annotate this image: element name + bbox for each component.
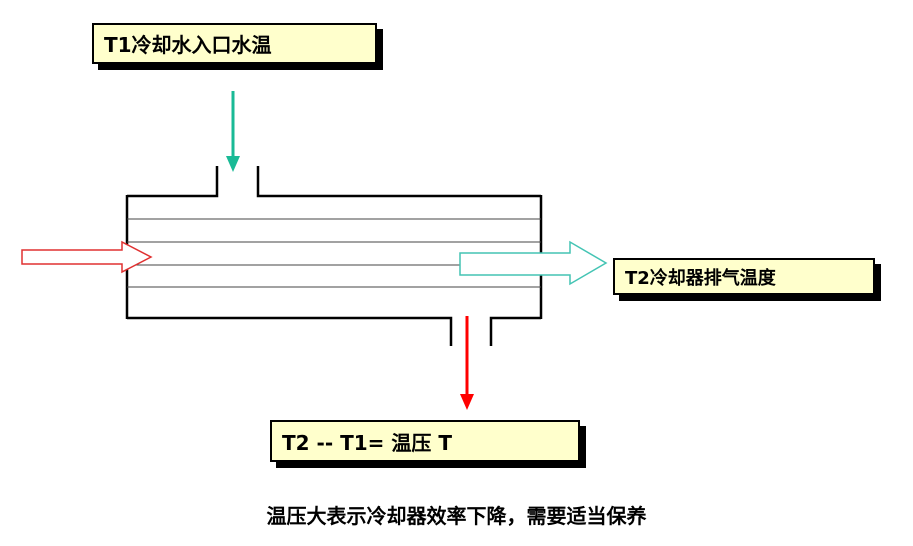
gas-outlet-arrow bbox=[459, 240, 608, 286]
t1-label-box: T1冷却水入口水温 bbox=[92, 23, 377, 64]
water-outlet-arrow bbox=[460, 316, 474, 410]
t2-label-box: T2冷却器排气温度 bbox=[613, 258, 875, 295]
t2-label: T2冷却器排气温度 bbox=[625, 267, 776, 289]
water-inlet-arrow bbox=[226, 91, 240, 172]
gas-inlet-arrow bbox=[21, 240, 153, 274]
top-nozzle bbox=[127, 166, 541, 198]
bottom-nozzle bbox=[127, 316, 541, 346]
formula-label: T2 -- T1= 温压 T bbox=[282, 430, 452, 455]
caption: 温压大表示冷却器效率下降，需要适当保养 bbox=[266, 504, 647, 528]
formula-label-box: T2 -- T1= 温压 T bbox=[270, 420, 580, 462]
t1-label: T1冷却水入口水温 bbox=[104, 33, 272, 57]
